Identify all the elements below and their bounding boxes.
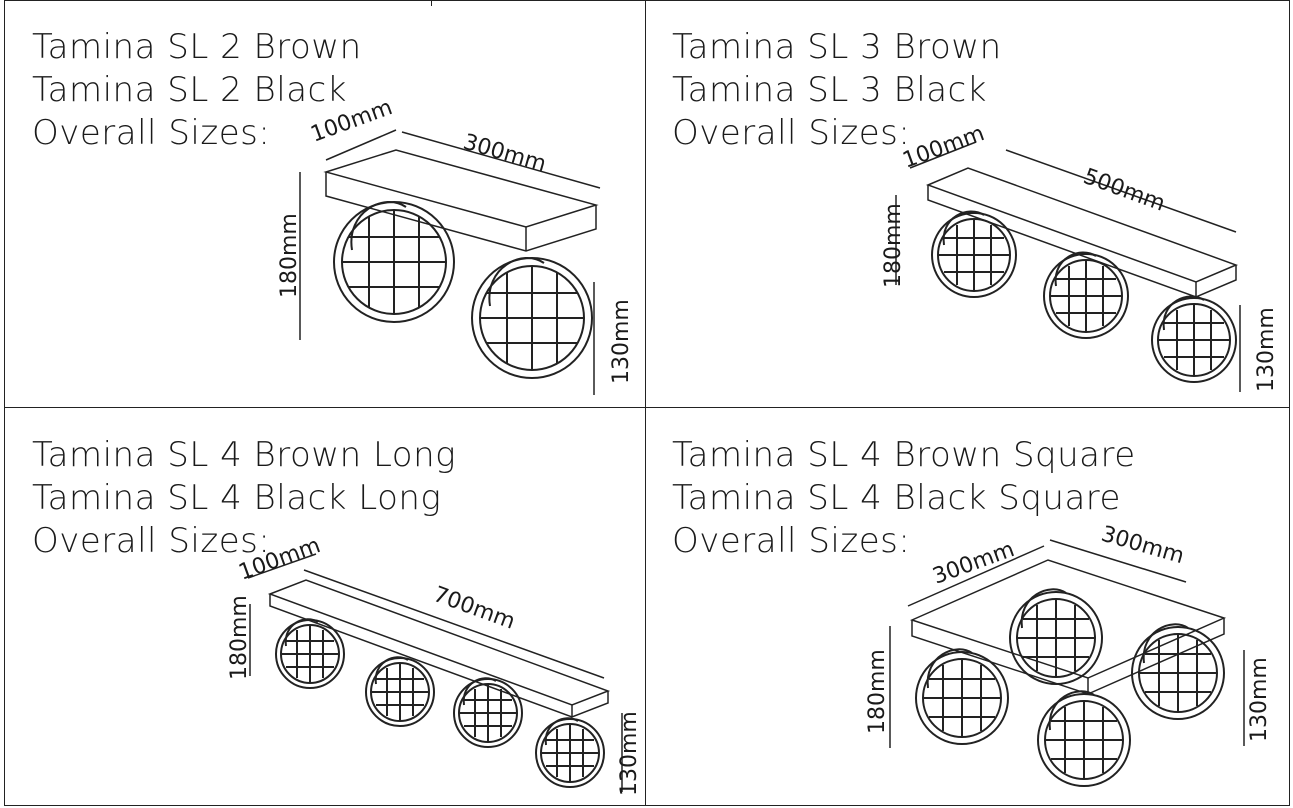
lamp-heads bbox=[931, 210, 1237, 383]
depth-dim: 100mm bbox=[900, 121, 988, 174]
lamp-head bbox=[931, 210, 1017, 298]
column-divider bbox=[645, 0, 646, 806]
lamp-head bbox=[1151, 295, 1237, 383]
lamp-head bbox=[275, 618, 345, 689]
length-dim: 500mm bbox=[1080, 164, 1168, 217]
model-black: Tamina SL 4 Black Square bbox=[672, 478, 1121, 518]
lamp-heads bbox=[915, 588, 1225, 787]
model-black: Tamina SL 2 Black bbox=[32, 70, 347, 110]
model-black: Tamina SL 4 Black Long bbox=[32, 478, 442, 518]
sizes-label: Overall Sizes: bbox=[672, 113, 911, 153]
height-dim: 180mm bbox=[227, 595, 252, 680]
model-brown: Tamina SL 2 Brown bbox=[32, 27, 362, 67]
depth-dim: 100mm bbox=[308, 95, 396, 148]
table-frame bbox=[4, 0, 1290, 806]
head-dim: 130mm bbox=[1247, 657, 1272, 742]
panel-title: Tamina SL 3 Brown Tamina SL 3 Black Over… bbox=[672, 26, 1002, 155]
sizes-label: Overall Sizes: bbox=[32, 521, 271, 561]
length-dim: 300mm bbox=[1098, 522, 1186, 569]
lamp-head bbox=[365, 656, 435, 727]
lamp-head bbox=[915, 648, 1009, 745]
length-dim: 300mm bbox=[460, 130, 548, 177]
lamp-head bbox=[1009, 588, 1103, 685]
lamp-head bbox=[1131, 623, 1225, 720]
lamp-heads bbox=[333, 201, 593, 379]
lamp-head bbox=[1043, 251, 1129, 339]
sizes-label: Overall Sizes: bbox=[672, 521, 911, 561]
panel-title: Tamina SL 4 Brown Long Tamina SL 4 Black… bbox=[32, 434, 456, 563]
model-black: Tamina SL 3 Black bbox=[672, 70, 987, 110]
height-dim: 180mm bbox=[881, 203, 906, 288]
fixture-drawing: 100mm 700mm 180mm 130mm bbox=[227, 533, 642, 796]
depth-dim: 300mm bbox=[930, 537, 1018, 590]
fixture-drawing: 100mm 500mm 180mm 130mm bbox=[881, 121, 1279, 392]
lamp-head bbox=[1037, 690, 1131, 787]
panel-title: Tamina SL 2 Brown Tamina SL 2 Black Over… bbox=[32, 26, 362, 155]
head-dim: 130mm bbox=[609, 299, 634, 384]
fixture-drawing: 100mm 300mm 180mm 130mm bbox=[277, 95, 634, 395]
lamp-head bbox=[453, 677, 523, 748]
head-dim: 130mm bbox=[1254, 307, 1279, 392]
panel-sl4-long: Tamina SL 4 Brown Long Tamina SL 4 Black… bbox=[4, 408, 645, 806]
height-dim: 180mm bbox=[865, 649, 890, 734]
panel-title: Tamina SL 4 Brown Square Tamina SL 4 Bla… bbox=[672, 434, 1136, 563]
panel-sl2: Tamina SL 2 Brown Tamina SL 2 Black Over… bbox=[4, 0, 645, 407]
model-brown: Tamina SL 4 Brown Long bbox=[32, 435, 457, 475]
model-brown: Tamina SL 4 Brown Square bbox=[672, 435, 1136, 475]
top-divider-stub bbox=[431, 0, 432, 6]
sizes-label: Overall Sizes: bbox=[32, 113, 271, 153]
lamp-head bbox=[535, 717, 605, 788]
lamp-head bbox=[471, 257, 593, 379]
height-dim: 180mm bbox=[277, 213, 302, 298]
model-brown: Tamina SL 3 Brown bbox=[672, 27, 1002, 67]
length-dim: 700mm bbox=[430, 582, 518, 635]
fixture-drawing: 300mm 300mm 180mm 130mm bbox=[865, 522, 1272, 787]
lamp-head bbox=[333, 201, 455, 323]
row-divider bbox=[4, 407, 1290, 408]
depth-dim: 100mm bbox=[236, 533, 324, 586]
lamp-heads bbox=[275, 618, 605, 788]
panel-sl4-square: Tamina SL 4 Brown Square Tamina SL 4 Bla… bbox=[646, 408, 1290, 806]
panel-sl3: Tamina SL 3 Brown Tamina SL 3 Black Over… bbox=[646, 0, 1290, 407]
head-dim: 130mm bbox=[617, 711, 642, 796]
